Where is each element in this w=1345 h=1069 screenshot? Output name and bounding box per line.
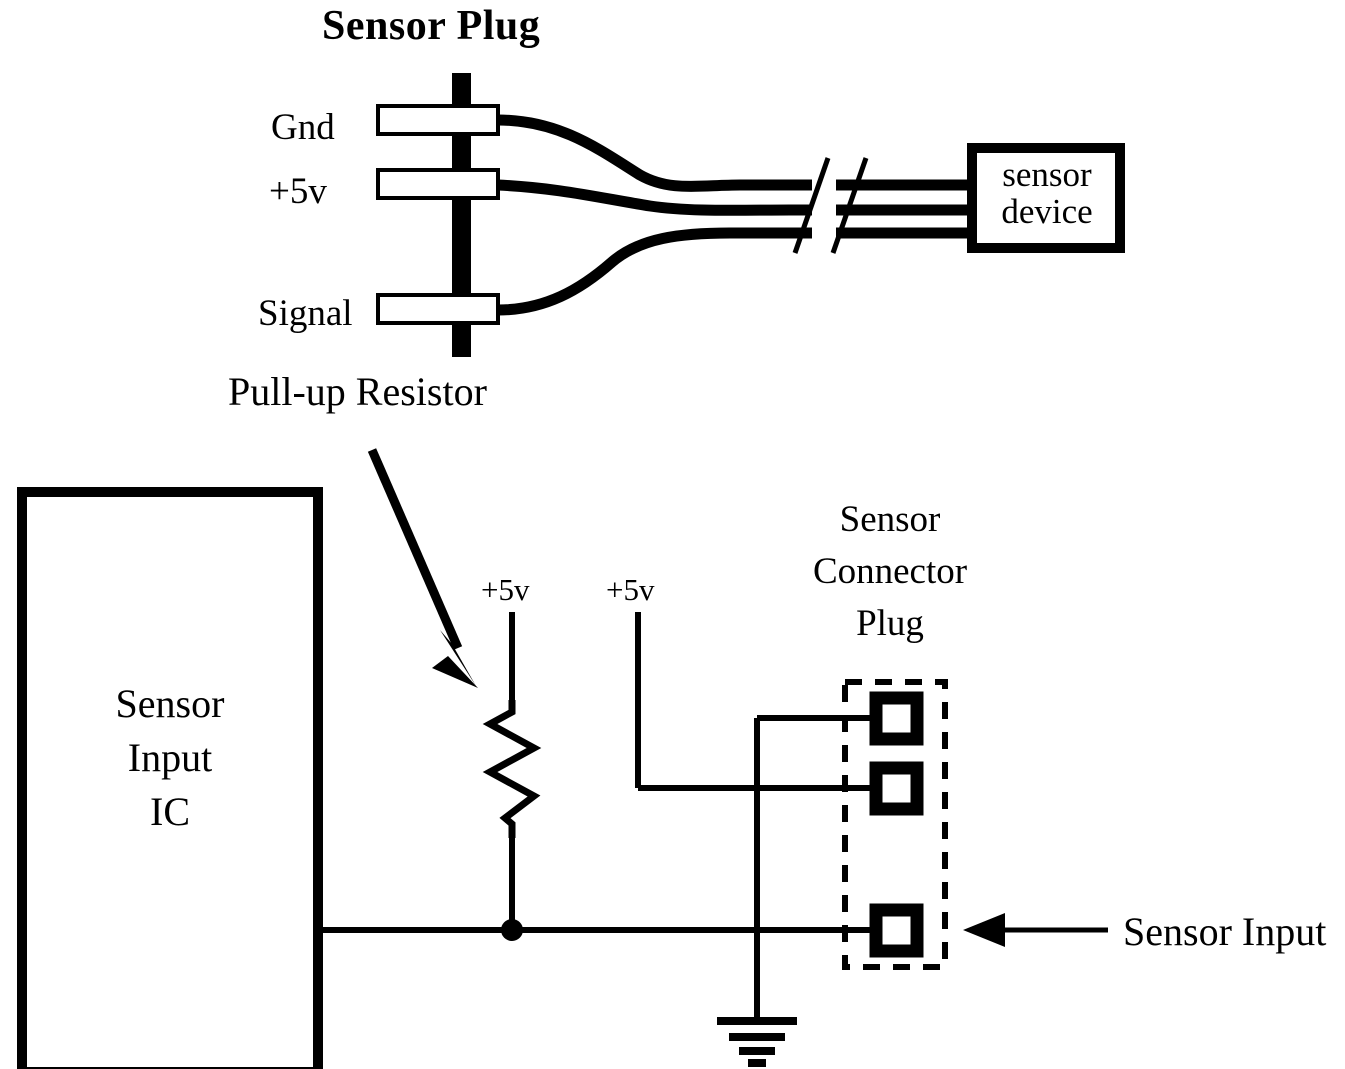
connector-label-line1: Sensor	[839, 499, 941, 540]
wire-signal	[497, 227, 812, 316]
sensor-device-label-line1: sensor	[1002, 155, 1092, 194]
ic-label-line1: Sensor	[115, 681, 225, 726]
pull-up-resistor-annotation: Pull-up Resistor	[228, 369, 487, 414]
sensor-device-box	[967, 143, 1125, 253]
sensor-input-label: Sensor Input	[1123, 909, 1327, 954]
plug-pin-5v	[376, 168, 500, 200]
cable-break-slash-left	[792, 157, 831, 254]
plug-pin-signal	[376, 293, 500, 325]
plug-pin-gnd	[376, 104, 500, 136]
wire-5v	[497, 179, 812, 216]
sensor-input-arrow	[963, 913, 1108, 947]
sensor-connector-plug-outline	[842, 679, 948, 970]
connector-pin-3	[869, 903, 924, 958]
connector-label-line3: Plug	[856, 603, 924, 644]
pin-label-gnd: Gnd	[271, 107, 335, 148]
page-title: Sensor Plug	[322, 3, 541, 49]
pin-label-signal: Signal	[258, 293, 353, 334]
ic-label-line2: Input	[127, 735, 213, 780]
sensor-device-label-line2: device	[1001, 192, 1093, 231]
pullup-resistor-symbol	[482, 700, 542, 838]
plug-body-bar	[452, 73, 471, 357]
supply-label-1: +5v	[481, 572, 530, 607]
connector-label-line2: Connector	[812, 551, 968, 592]
pin-label-5v: +5v	[269, 171, 327, 212]
sensor-input-ic-box	[17, 487, 323, 1069]
wire-gnd	[497, 114, 812, 192]
cable-break-slash-right	[830, 157, 869, 254]
pull-up-resistor-arrow	[367, 448, 478, 688]
connector-pin-2	[869, 761, 924, 816]
connector-pin-1	[869, 691, 924, 746]
signal-junction-dot	[501, 919, 523, 941]
earth-ground-icon	[717, 1017, 797, 1067]
ic-label-line3: IC	[150, 789, 190, 834]
supply-label-2: +5v	[606, 572, 655, 607]
